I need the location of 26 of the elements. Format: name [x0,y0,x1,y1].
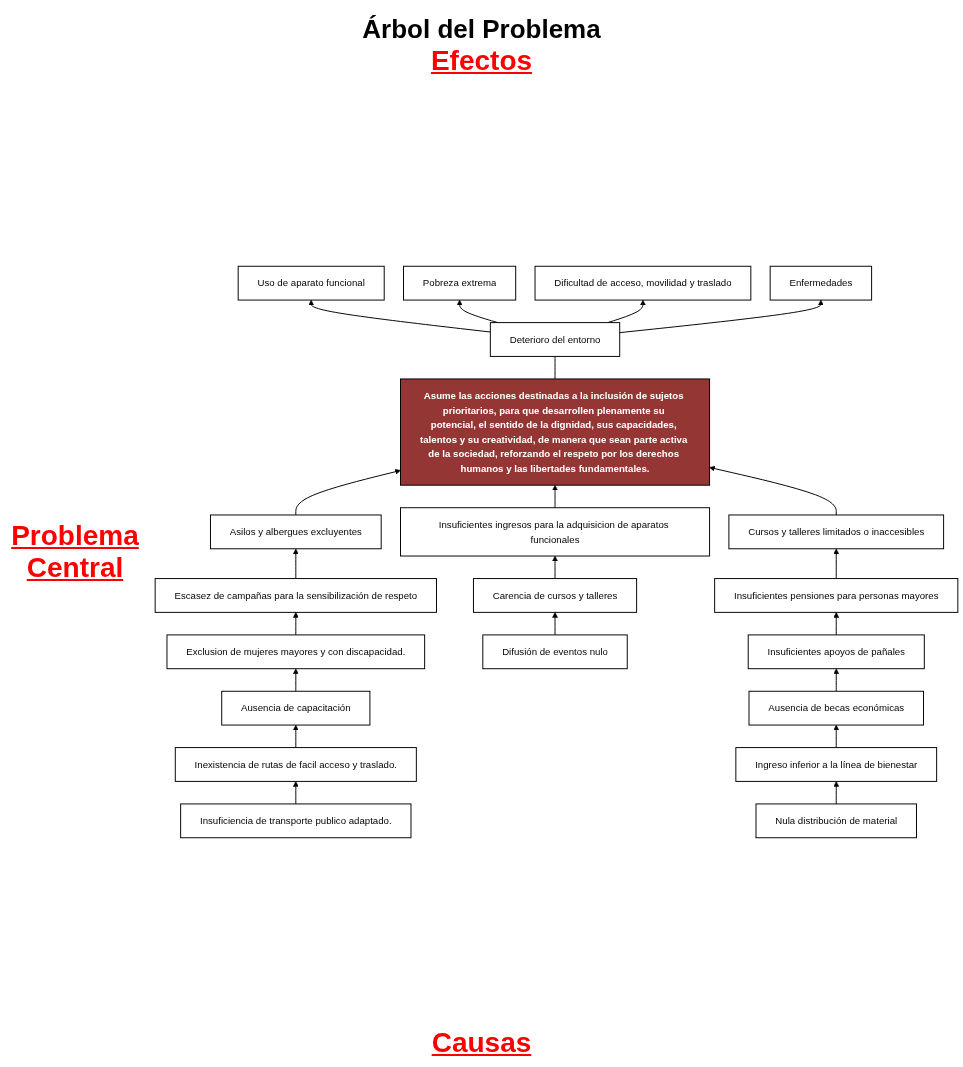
node-box: Pobreza extrema [403,265,517,301]
section-heading: Causas [431,1027,532,1059]
node-box: Insuficientes apoyos de pañales [747,634,925,670]
node-box: Dificultad de acceso, movilidad y traslado [534,265,752,301]
node-box: Ausencia de capacitación [221,690,371,726]
node-box: Cursos y talleres limitados o inaccesibles [728,514,945,550]
node-box: Deterioro del entorno [489,322,621,357]
node-box: Asilos y albergues excluyentes [209,514,382,550]
node-box: Insuficiencia de transporte publico adaptado. [180,803,412,839]
node-box: Exclusion de mujeres mayores y con discapacidad. [166,634,426,670]
node-box: Ausencia de becas económicas [748,690,924,726]
section-heading: Efectos [430,45,533,77]
node-box: Ingreso inferior a la línea de bienestar [735,747,938,782]
node-box: Asume las acciones destinadas a la inclusión de sujetos prioritarios, para que desarrollen plenamente su potencial, el sentido de la dignidad, sus capacidades, talentos y su creatividad, de manera que sean parte activa de la sociedad, reforzando el respeto por los derechos humanos y las libertades fundamentales. [400,378,711,486]
node-box: Insuficientes ingresos para la adquisicion de aparatos funcionales [400,507,711,557]
connector [554,355,556,380]
section-heading: Problema Central [10,520,140,584]
node-box: Escasez de campañas para la sensibilización de respeto [154,578,437,613]
node-box: Nula distribución de material [755,803,917,839]
node-box: Carencia de cursos y talleres [472,578,638,613]
node-box: Inexistencia de rutas de facil acceso y traslado. [174,747,417,782]
diagram-title: Árbol del Problema [362,14,601,45]
node-box: Insuficientes pensiones para personas mayores [714,578,959,613]
node-box: Uso de aparato funcional [237,265,385,301]
node-box: Difusión de eventos nulo [482,634,628,670]
node-box: Enfermedades [769,265,873,301]
